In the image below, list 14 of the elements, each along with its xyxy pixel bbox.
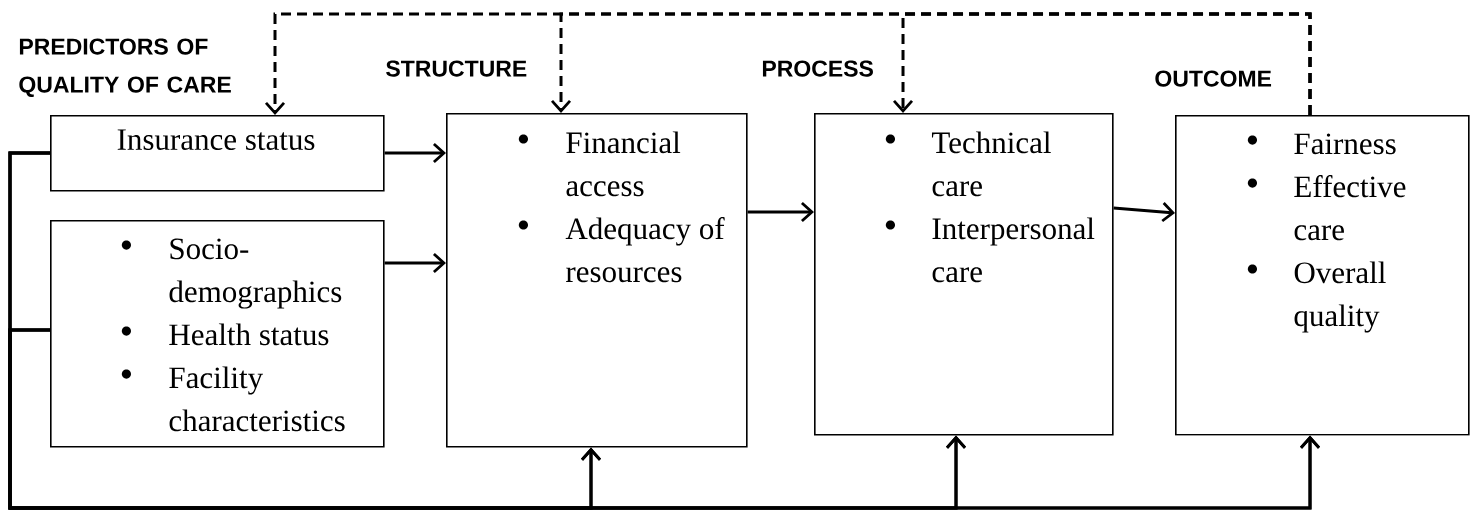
arrow bbox=[384, 252, 446, 274]
stage-heading: STRUCTURE bbox=[386, 60, 527, 77]
factor-box: Financial access Adequacy of resources bbox=[446, 113, 748, 448]
stage-heading: PROCESS bbox=[762, 60, 873, 77]
factor-box: Technical care Interpersonal care bbox=[814, 113, 1114, 436]
arrow bbox=[1113, 202, 1175, 223]
loop-arrow bbox=[8, 328, 1321, 510]
factor-box: Socio-demographics Health status Facility characteristics bbox=[50, 220, 385, 448]
arrow bbox=[384, 142, 446, 164]
feedback-arrow bbox=[264, 12, 1312, 115]
stage-heading: OUTCOME bbox=[1155, 70, 1272, 87]
arrow bbox=[747, 201, 814, 223]
factor-box: Insurance status bbox=[50, 115, 385, 192]
factor-box: Fairness Effective care Overall quality bbox=[1175, 115, 1470, 436]
